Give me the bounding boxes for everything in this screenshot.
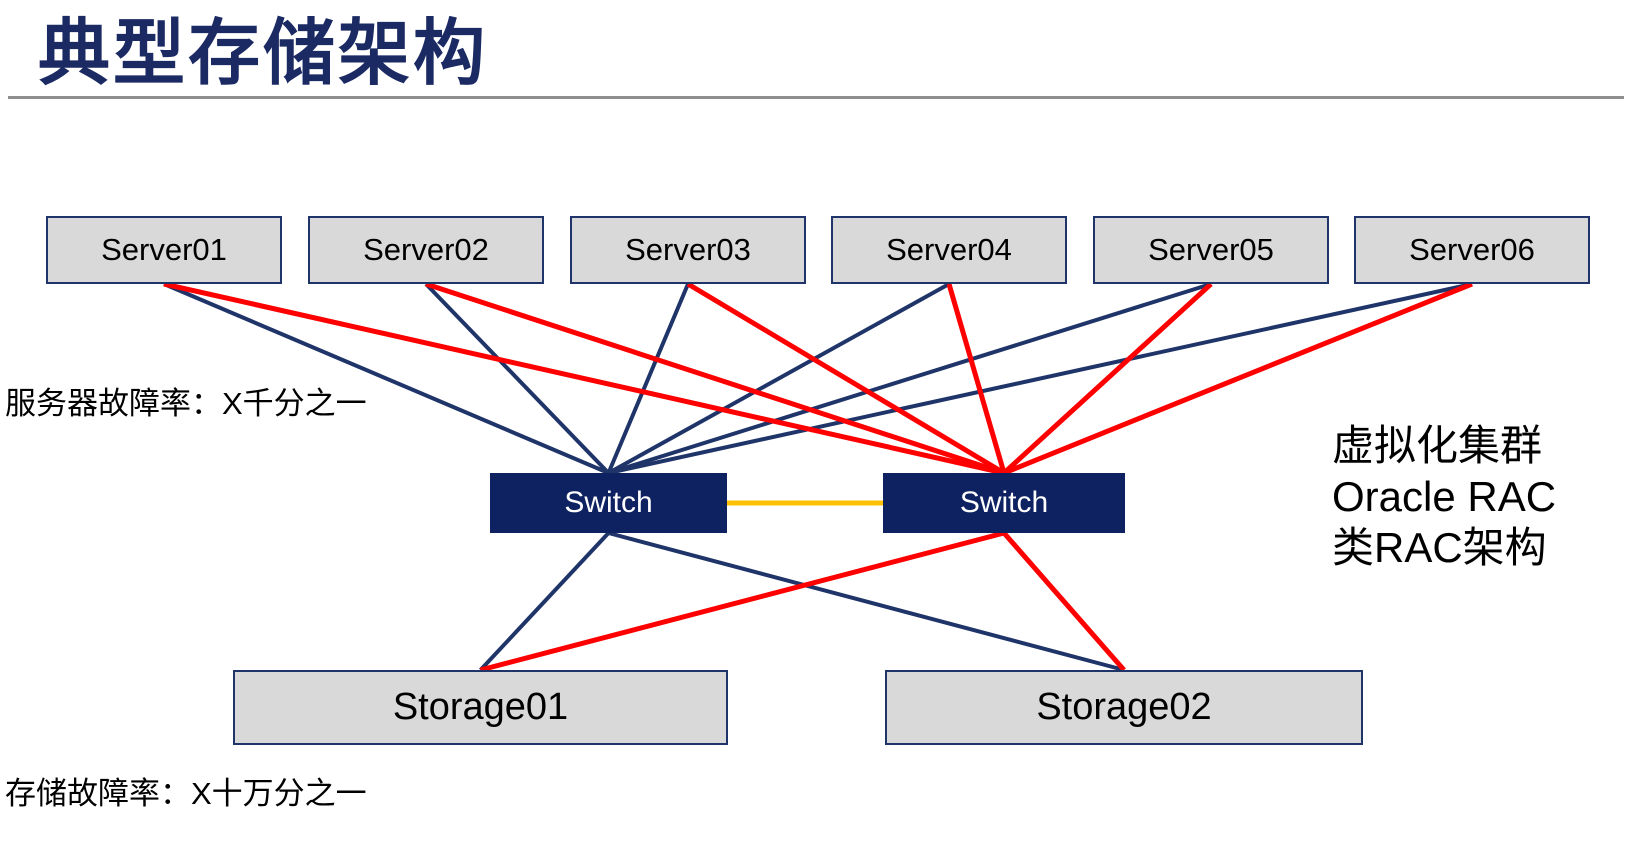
server05-label: Server05 bbox=[1148, 232, 1274, 267]
link-server02-switch-right bbox=[425, 281, 1005, 476]
side-note-line-1: 虚拟化集群 bbox=[1332, 422, 1543, 469]
cluster-side-note: 虚拟化集群 Oracle RAC 类RAC架构 bbox=[1332, 420, 1556, 573]
server-failure-rate-label: 服务器故障率：X千分之一 bbox=[5, 386, 367, 421]
switch-left-label: Switch bbox=[564, 486, 653, 519]
storage02-label: Storage02 bbox=[1036, 686, 1212, 728]
title-divider bbox=[8, 96, 1624, 99]
switch-right-label: Switch bbox=[959, 486, 1049, 519]
side-note-line-3: 类RAC架构 bbox=[1332, 524, 1547, 571]
server03-label: Server03 bbox=[625, 232, 751, 267]
link-server05-switch-left bbox=[607, 282, 1212, 475]
storage01-box: Storage01 bbox=[233, 670, 728, 745]
server01-box: Server01 bbox=[46, 216, 282, 284]
link-server06-switch-left bbox=[608, 282, 1473, 475]
switch-left-box: Switch bbox=[490, 473, 727, 533]
link-switch-right-storage01 bbox=[479, 530, 1005, 673]
server04-label: Server04 bbox=[886, 232, 1012, 267]
link-switch-left-storage02 bbox=[607, 531, 1125, 672]
server01-label: Server01 bbox=[101, 232, 227, 267]
link-switch-left-storage01 bbox=[479, 531, 610, 672]
server02-box: Server02 bbox=[308, 216, 544, 284]
link-server06-switch-right bbox=[1003, 281, 1473, 476]
server06-box: Server06 bbox=[1354, 216, 1590, 284]
link-server04-switch-left bbox=[607, 282, 950, 475]
link-server01-switch-right bbox=[163, 281, 1005, 476]
storage01-label: Storage01 bbox=[392, 686, 569, 728]
link-server03-switch-left bbox=[606, 283, 690, 474]
link-server03-switch-right bbox=[686, 281, 1006, 476]
storage-failure-rate-label: 存储故障率：X十万分之一 bbox=[5, 776, 367, 811]
link-server04-switch-right bbox=[946, 283, 1007, 474]
link-server02-switch-left bbox=[424, 282, 610, 475]
link-server01-switch-left bbox=[163, 282, 610, 475]
link-server05-switch-right bbox=[1002, 282, 1213, 475]
server04-box: Server04 bbox=[831, 216, 1067, 284]
switch-right-box: Switch bbox=[883, 473, 1125, 533]
link-switch-right-storage02 bbox=[1002, 531, 1126, 672]
server05-box: Server05 bbox=[1093, 216, 1329, 284]
side-note-line-2: Oracle RAC bbox=[1332, 473, 1557, 520]
storage02-box: Storage02 bbox=[885, 670, 1363, 745]
server06-label: Server06 bbox=[1409, 232, 1535, 267]
server03-box: Server03 bbox=[570, 216, 806, 284]
server02-label: Server02 bbox=[363, 232, 489, 267]
page-title: 典型存储架构 bbox=[38, 14, 489, 94]
